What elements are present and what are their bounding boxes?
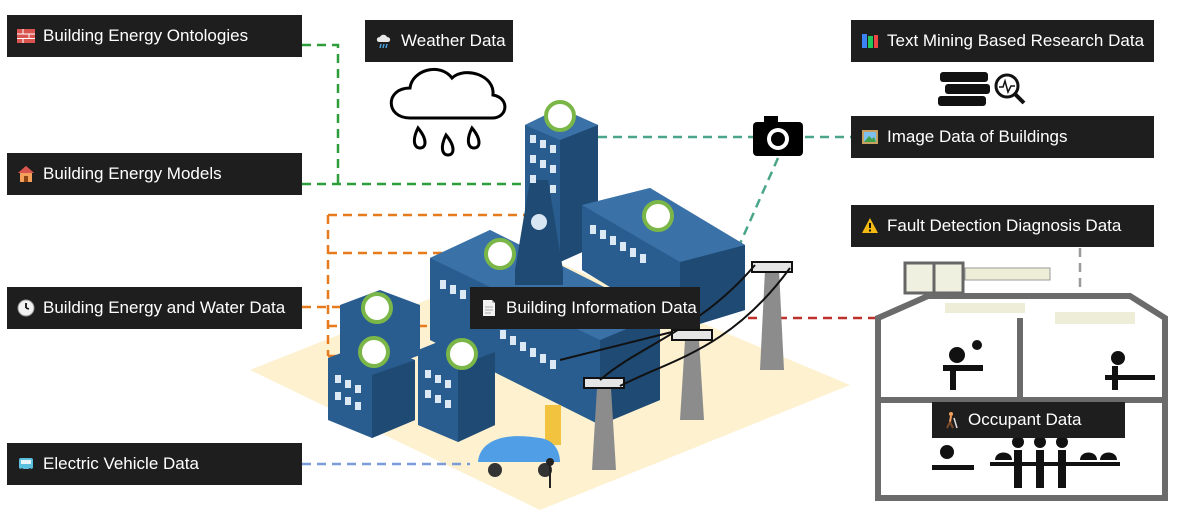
camera-icon xyxy=(753,116,803,156)
label-weather-data: Weather Data xyxy=(365,20,513,62)
label-electric-vehicle-data: Electric Vehicle Data xyxy=(7,443,302,485)
walking-person-icon xyxy=(942,411,960,429)
bus-icon xyxy=(17,455,35,473)
house-icon xyxy=(17,165,35,183)
meter-icon xyxy=(358,336,390,368)
power-pylons xyxy=(559,261,793,470)
label-text: Fault Detection Diagnosis Data xyxy=(887,216,1122,235)
label-text: Building Energy and Water Data xyxy=(43,298,286,317)
label-text: Building Information Data xyxy=(506,298,697,317)
meter-icon xyxy=(544,100,576,132)
label-text: Building Energy Ontologies xyxy=(43,26,249,45)
clock-icon xyxy=(17,299,35,317)
energy-meters xyxy=(358,100,674,370)
label-building-energy-models: Building Energy Models xyxy=(7,153,302,195)
connector-camera-pole xyxy=(733,157,780,256)
picture-icon xyxy=(861,128,879,146)
occupant-house xyxy=(875,261,1168,501)
label-occupant-data: Occupant Data xyxy=(932,402,1125,438)
label-text: Weather Data xyxy=(401,31,506,50)
label-text-mining-research-data: Text Mining Based Research Data xyxy=(851,20,1154,62)
meter-icon xyxy=(484,238,516,270)
meter-icon xyxy=(361,292,393,324)
label-building-information-data: Building Information Data xyxy=(470,287,700,329)
warning-icon xyxy=(861,217,879,235)
label-building-energy-water-data: Building Energy and Water Data xyxy=(7,287,302,329)
cloud-icon xyxy=(389,67,507,157)
brick-icon xyxy=(17,27,35,45)
rain-cloud-icon xyxy=(375,32,393,50)
meter-icon xyxy=(446,338,478,370)
connector-ontologies xyxy=(302,43,340,184)
books-magnifier-icon xyxy=(938,72,1026,106)
label-text: Text Mining Based Research Data xyxy=(887,31,1145,50)
label-text: Building Energy Models xyxy=(43,164,222,183)
label-text: Electric Vehicle Data xyxy=(43,454,199,473)
label-text: Occupant Data xyxy=(968,410,1082,429)
ev-charging-scene xyxy=(478,405,561,488)
label-building-energy-ontologies: Building Energy Ontologies xyxy=(7,15,302,57)
label-image-data-of-buildings: Image Data of Buildings xyxy=(851,116,1154,158)
document-icon xyxy=(480,299,498,317)
meter-icon xyxy=(642,200,674,232)
books-icon xyxy=(861,32,879,50)
label-text: Image Data of Buildings xyxy=(887,127,1068,146)
label-fault-detection-diagnosis-data: Fault Detection Diagnosis Data xyxy=(851,205,1154,247)
